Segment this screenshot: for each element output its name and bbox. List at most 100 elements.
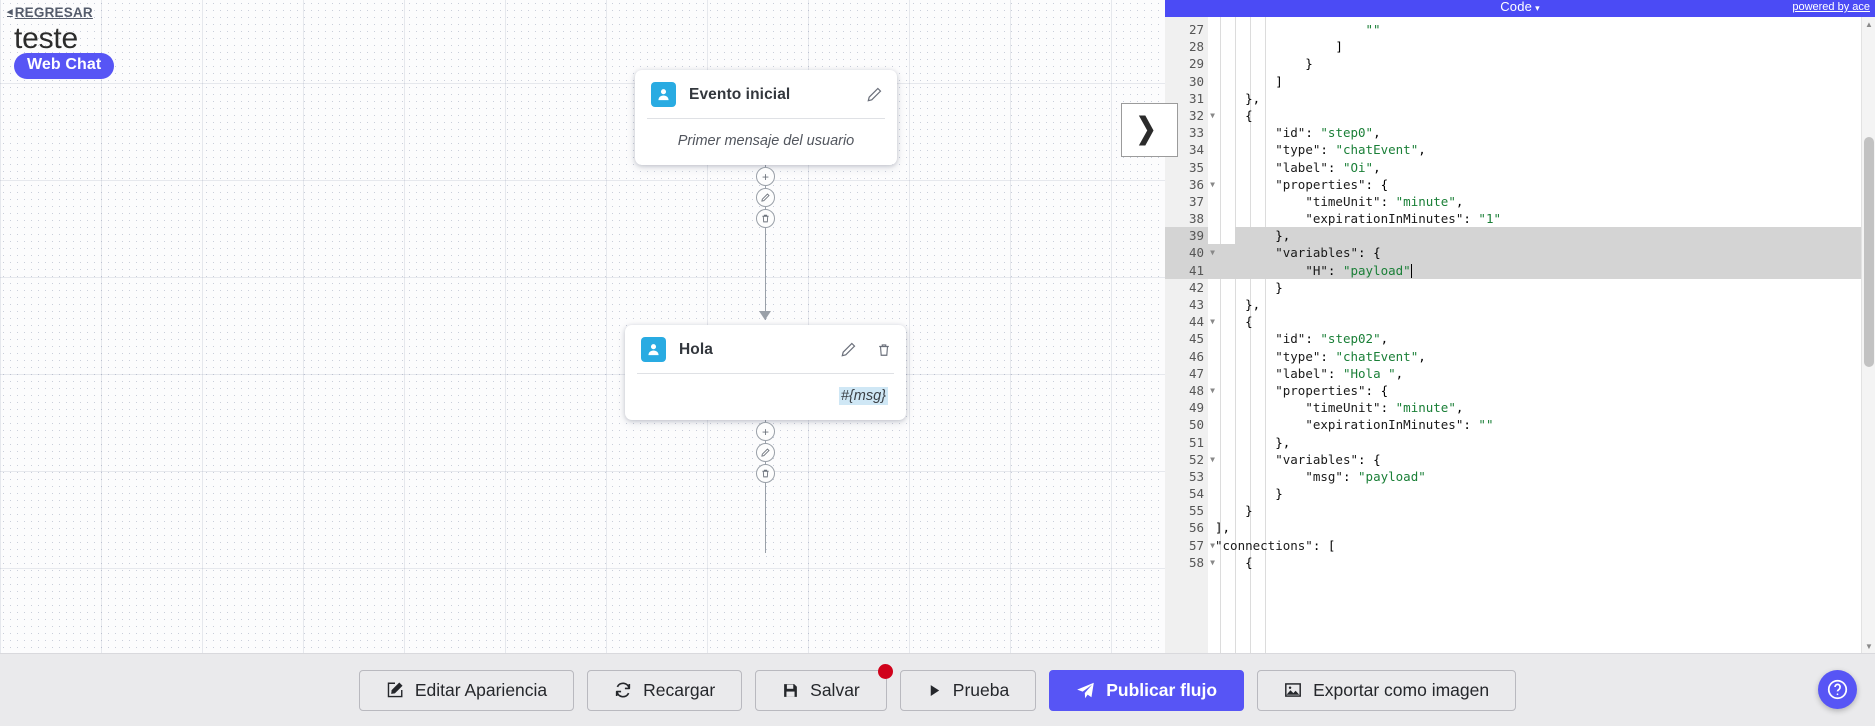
gutter-line[interactable]: 35 xyxy=(1188,159,1204,175)
gutter-line[interactable]: 51 xyxy=(1188,434,1204,450)
gutter-line[interactable]: 42 xyxy=(1188,279,1204,295)
gutter-line[interactable]: 32▼ xyxy=(1188,107,1215,123)
connector-trash-icon-2[interactable] xyxy=(756,464,775,483)
gutter-line[interactable]: 55 xyxy=(1188,503,1204,519)
gutter-line[interactable]: 56 xyxy=(1188,520,1204,536)
code-line[interactable]: "type": "chatEvent", xyxy=(1275,348,1426,364)
code-line[interactable]: }, xyxy=(1215,434,1291,450)
gutter-line[interactable]: 46 xyxy=(1188,348,1204,364)
fold-toggle-icon[interactable]: ▼ xyxy=(1210,317,1215,327)
code-line[interactable]: "timeUnit": "minute", xyxy=(1305,193,1464,209)
gutter-line[interactable]: 30 xyxy=(1188,73,1204,89)
code-line[interactable]: "type": "chatEvent", xyxy=(1275,142,1426,158)
trash-icon[interactable] xyxy=(875,341,892,358)
gutter-line[interactable]: 41 xyxy=(1165,261,1208,279)
edit-icon[interactable] xyxy=(840,341,857,358)
code-line[interactable]: "id": "step02", xyxy=(1275,331,1389,347)
gutter-line[interactable]: 34 xyxy=(1188,142,1204,158)
code-line[interactable]: "msg": "payload" xyxy=(1305,468,1426,484)
gutter-line[interactable]: 29 xyxy=(1188,56,1204,72)
fold-toggle-icon[interactable]: ▼ xyxy=(1210,385,1215,395)
gutter-line[interactable]: 48▼ xyxy=(1188,382,1215,398)
fold-toggle-icon[interactable]: ▼ xyxy=(1210,454,1215,464)
code-line[interactable]: "expirationInMinutes": "1" xyxy=(1305,211,1501,227)
fold-toggle-icon[interactable]: ▼ xyxy=(1210,540,1215,550)
code-fold-widget[interactable]: ❯ xyxy=(1121,103,1178,157)
gutter-line[interactable]: 53 xyxy=(1188,468,1204,484)
toolbar-button-publicar-flujo[interactable]: Publicar flujo xyxy=(1049,669,1245,711)
editor-code-area[interactable]: "" ] } ] }, { "id": "step0", "type": "ch… xyxy=(1208,17,1875,653)
code-line[interactable]: "variables": { xyxy=(1208,244,1875,262)
code-line[interactable]: "label": "Hola ", xyxy=(1275,365,1404,381)
code-line[interactable]: }, xyxy=(1215,90,1261,106)
code-line[interactable]: { xyxy=(1215,554,1253,570)
fold-toggle-icon[interactable]: ▼ xyxy=(1210,110,1215,120)
gutter-line[interactable]: 54 xyxy=(1188,486,1204,502)
flow-canvas[interactable]: ◂ REGRESAR teste Web Chat + + xyxy=(0,0,1165,653)
gutter-line[interactable]: 47 xyxy=(1188,365,1204,381)
code-line[interactable]: "label": "Oi", xyxy=(1275,159,1381,175)
editor-scrollbar[interactable]: ▲ ▼ xyxy=(1861,17,1875,653)
code-line[interactable]: "variables": { xyxy=(1275,451,1381,467)
code-line[interactable]: "properties": { xyxy=(1275,382,1389,398)
powered-by-ace-link[interactable]: powered by ace xyxy=(1792,1,1870,13)
gutter-line[interactable]: 37 xyxy=(1188,193,1204,209)
toolbar-button-salvar[interactable]: Salvar xyxy=(755,663,893,711)
code-line[interactable]: ] xyxy=(1215,73,1283,89)
gutter-line[interactable]: 31 xyxy=(1188,90,1204,106)
gutter-line[interactable]: 45 xyxy=(1188,331,1204,347)
gutter-line[interactable]: 49 xyxy=(1188,400,1204,416)
fold-toggle-icon[interactable]: ▼ xyxy=(1210,557,1215,567)
gutter-line[interactable]: 50 xyxy=(1188,417,1204,433)
code-line[interactable]: } xyxy=(1215,279,1283,295)
gutter-line[interactable]: 36▼ xyxy=(1188,176,1215,192)
flow-node-hola[interactable]: Hola #{msg} xyxy=(625,325,906,420)
code-line[interactable]: ] xyxy=(1215,39,1343,55)
back-link[interactable]: ◂ REGRESAR xyxy=(7,5,93,20)
gutter-line[interactable]: 44▼ xyxy=(1188,314,1215,330)
gutter-line[interactable]: 43 xyxy=(1188,297,1204,312)
connector-trash-icon-1[interactable] xyxy=(756,209,775,228)
code-line[interactable]: "" xyxy=(1365,22,1381,37)
fold-toggle-icon[interactable]: ▼ xyxy=(1210,248,1215,258)
code-line[interactable]: } xyxy=(1215,486,1283,502)
gutter-line[interactable]: 58▼ xyxy=(1188,554,1215,570)
code-line[interactable]: "expirationInMinutes": "" xyxy=(1305,417,1494,433)
connector-add-icon-2[interactable]: + xyxy=(756,422,775,441)
toolbar-button-editar-apariencia[interactable]: Editar Apariencia xyxy=(358,669,575,711)
gutter-line[interactable]: 33 xyxy=(1188,125,1204,141)
code-line[interactable]: }, xyxy=(1215,297,1261,312)
code-line[interactable]: ], xyxy=(1215,520,1231,536)
code-line[interactable]: }, xyxy=(1215,227,1875,245)
flow-node-evento-inicial[interactable]: Evento inicial Primer mensaje del usuari… xyxy=(635,70,897,165)
code-panel-title-button[interactable]: Code▾ xyxy=(1165,0,1875,14)
fold-toggle-icon[interactable]: ▼ xyxy=(1210,179,1215,189)
scroll-up-arrow-icon[interactable]: ▲ xyxy=(1865,19,1873,29)
gutter-line[interactable]: 38 xyxy=(1188,211,1204,227)
code-line[interactable]: } xyxy=(1215,503,1253,519)
gutter-line[interactable]: 28 xyxy=(1188,39,1204,55)
connector-edit-icon-2[interactable] xyxy=(756,443,775,462)
gutter-line[interactable]: 57▼ xyxy=(1188,537,1215,553)
gutter-line[interactable]: 39 xyxy=(1165,227,1208,245)
help-button[interactable] xyxy=(1818,670,1857,709)
code-line[interactable]: "connections": [ xyxy=(1215,537,1336,553)
code-line[interactable]: } xyxy=(1215,56,1313,72)
code-line[interactable]: "id": "step0", xyxy=(1275,125,1381,141)
gutter-line[interactable]: 52▼ xyxy=(1188,451,1215,467)
gutter-line[interactable]: 27 xyxy=(1188,22,1204,37)
code-line[interactable]: { xyxy=(1215,314,1253,330)
code-line[interactable]: "properties": { xyxy=(1275,176,1389,192)
toolbar-button-recargar[interactable]: Recargar xyxy=(587,669,743,711)
connector-edit-icon-1[interactable] xyxy=(756,188,775,207)
code-line[interactable]: { xyxy=(1215,107,1253,123)
code-line[interactable]: "H": "payload" xyxy=(1208,261,1875,280)
gutter-line[interactable]: 40▼ xyxy=(1165,244,1215,262)
connector-add-icon-1[interactable]: + xyxy=(756,167,775,186)
code-line[interactable]: "timeUnit": "minute", xyxy=(1305,400,1464,416)
scroll-down-arrow-icon[interactable]: ▼ xyxy=(1865,641,1873,651)
edit-icon[interactable] xyxy=(866,86,883,103)
toolbar-button-prueba[interactable]: Prueba xyxy=(899,669,1037,711)
